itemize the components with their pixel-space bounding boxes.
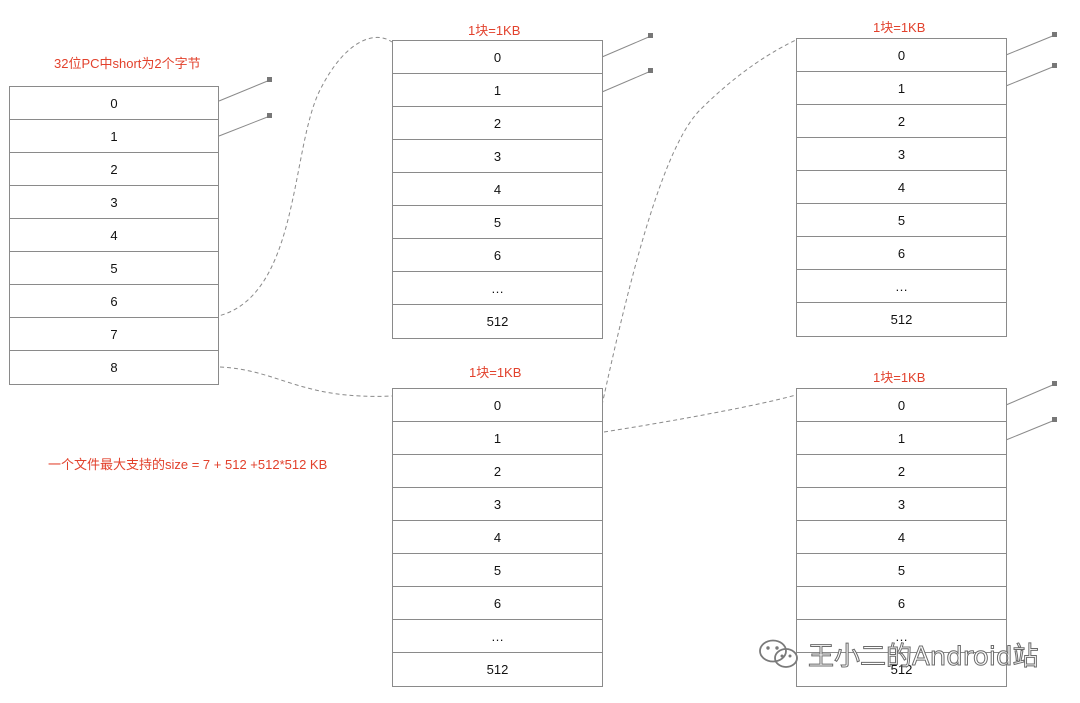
- table-row: 1: [797, 422, 1006, 455]
- table-row: 6: [797, 587, 1006, 620]
- table-row: 512: [486, 314, 509, 329]
- table-row: 1: [10, 120, 218, 153]
- double-indirect-table-d: 0 1 2 3 4 5 6 … 512: [392, 388, 603, 687]
- table-row: 4: [797, 521, 1006, 554]
- table-row: 6: [10, 285, 218, 318]
- watermark: 王小二的Android站: [758, 636, 1039, 672]
- table-b-title: 1块=1KB: [468, 23, 521, 38]
- formula-text: 一个文件最大支持的size = 7 + 512 +512*512 KB: [48, 457, 328, 472]
- table-row: …: [393, 272, 602, 305]
- table-row: 3: [393, 140, 602, 173]
- table-row: 0: [393, 41, 602, 74]
- table-a-title: 32位PC中short为2个字节: [54, 56, 201, 71]
- table-row: 2: [10, 153, 218, 186]
- table-row: 3: [10, 186, 218, 219]
- table-row: 5: [797, 554, 1006, 587]
- table-row: 512: [890, 312, 913, 327]
- table-row: 4: [797, 171, 1006, 204]
- indirect-block-table-b: 0 1 2 3 4 5 6 … 512: [392, 40, 603, 339]
- table-row: 4: [10, 219, 218, 252]
- pointer-stub: [218, 115, 271, 137]
- table-row: 6: [797, 237, 1006, 270]
- table-row: 1: [797, 72, 1006, 105]
- table-row: 5: [797, 204, 1006, 237]
- pointer-stub: [601, 35, 652, 58]
- table-row: 3: [797, 488, 1006, 521]
- table-row: 4: [393, 521, 602, 554]
- table-e-title: 1块=1KB: [873, 370, 926, 385]
- table-row: …: [797, 270, 1006, 303]
- pointer-stub: [1005, 65, 1056, 87]
- table-row: 4: [393, 173, 602, 206]
- table-row: 512: [890, 662, 913, 677]
- table-row: 1: [393, 422, 602, 455]
- table-row: 5: [393, 206, 602, 239]
- table-row: 5: [393, 554, 602, 587]
- indirect-block-table-c: 0 1 2 3 4 5 6 … 512: [796, 38, 1007, 337]
- inode-pointer-table: 0 1 2 3 4 5 6 7 8: [9, 86, 219, 385]
- table-row: 0: [797, 39, 1006, 72]
- pointer-stub: [218, 79, 271, 102]
- wechat-icon: [759, 639, 798, 668]
- indirect-block-table-e: 0 1 2 3 4 5 6 … 512: [796, 388, 1007, 687]
- table-row: …: [393, 620, 602, 653]
- table-row: 6: [393, 587, 602, 620]
- table-row: 0: [10, 87, 218, 120]
- link-a8-to-d: [219, 366, 393, 397]
- table-row: 3: [393, 488, 602, 521]
- table-row: 3: [797, 138, 1006, 171]
- watermark-text: 王小二的Android站: [808, 641, 1040, 672]
- table-d-title: 1块=1KB: [469, 365, 522, 380]
- table-row: 5: [10, 252, 218, 285]
- table-row: 7: [10, 318, 218, 351]
- pointer-stub: [1005, 383, 1056, 406]
- table-row: 0: [393, 389, 602, 422]
- table-c-title: 1块=1KB: [873, 20, 926, 35]
- table-row: 6: [393, 239, 602, 272]
- table-row: 2: [797, 105, 1006, 138]
- table-row: 512: [486, 662, 509, 677]
- link-a7-to-b: [213, 36, 393, 318]
- pointer-stub: [1005, 34, 1056, 56]
- table-row: 2: [797, 455, 1006, 488]
- table-row: 0: [797, 389, 1006, 422]
- pointer-stub: [1005, 419, 1056, 441]
- table-row: 2: [393, 455, 602, 488]
- table-row: 1: [393, 74, 602, 107]
- link-d0-to-c: [601, 39, 797, 406]
- pointer-stub: [601, 70, 652, 93]
- table-row: 2: [393, 107, 602, 140]
- link-d1-to-e: [603, 394, 797, 433]
- table-row: …: [797, 620, 1006, 653]
- table-row: 8: [110, 360, 118, 375]
